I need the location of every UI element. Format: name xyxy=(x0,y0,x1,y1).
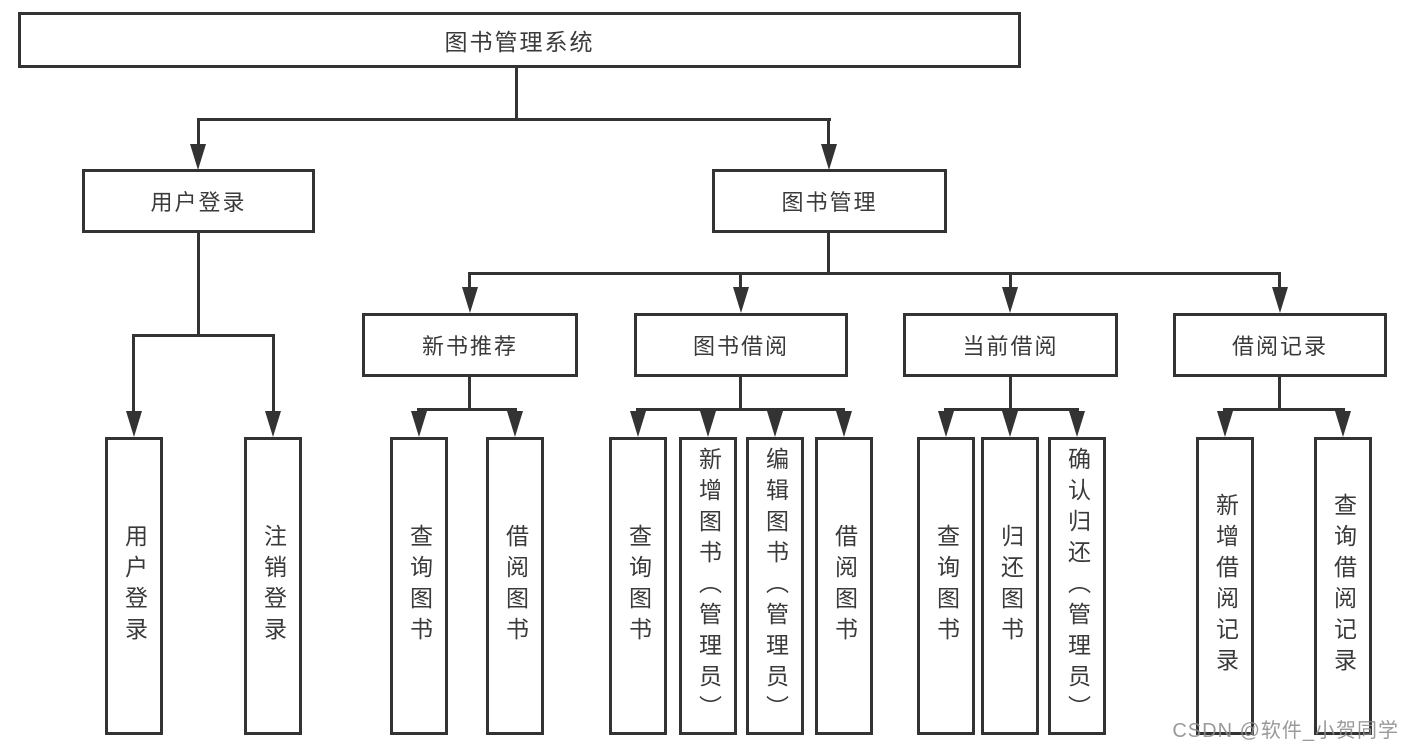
watermark: CSDN @软件_小贺同学 xyxy=(1172,720,1399,742)
leaf-edit-book-admin-label: 编辑图书（管理员） xyxy=(762,446,789,726)
arrowhead-leaf-borrow-2 xyxy=(836,411,852,437)
leaf-add-book-admin-label: 新增图书（管理员） xyxy=(695,446,722,726)
leaf-confirm-return-admin-label: 确认归还（管理员） xyxy=(1064,446,1091,726)
arrowhead-leaf-add-record xyxy=(1217,411,1233,437)
connector-drop-book-borrow xyxy=(739,272,742,289)
arrowhead-leaf-add-book xyxy=(700,411,716,437)
leaf-logout: 注销登录 xyxy=(244,437,302,735)
connector-drop-leaf-logout xyxy=(272,334,275,413)
connector-root-stub xyxy=(515,68,518,118)
connector-drop-new-book-rec xyxy=(468,272,471,289)
connector-user-login-stub xyxy=(197,233,200,337)
node-book-mgmt: 图书管理 xyxy=(712,169,947,233)
leaf-query-borrow-record: 查询借阅记录 xyxy=(1314,437,1372,735)
arrowhead-leaf-return xyxy=(1002,411,1018,437)
arrowhead-leaf-query-1 xyxy=(411,411,427,437)
node-book-borrow-label: 图书借阅 xyxy=(692,334,789,359)
leaf-borrow-books-2-label: 借阅图书 xyxy=(831,524,858,648)
leaf-borrow-books-2: 借阅图书 xyxy=(815,437,873,735)
leaf-borrow-books-1: 借阅图书 xyxy=(486,437,544,735)
arrowhead-book-borrow xyxy=(733,287,749,313)
leaf-query-books-3: 查询图书 xyxy=(917,437,975,735)
connector-book-mgmt-stub xyxy=(827,233,830,275)
arrowhead-borrow-records xyxy=(1272,287,1288,313)
arrowhead-new-book-rec xyxy=(462,287,478,313)
connector-user-login-bar xyxy=(132,334,275,337)
node-new-book-rec-label: 新书推荐 xyxy=(421,334,518,359)
node-current-borrow: 当前借阅 xyxy=(903,313,1118,377)
arrowhead-leaf-logout xyxy=(265,411,281,437)
leaf-add-book-admin: 新增图书（管理员） xyxy=(679,437,737,735)
connector-new-book-rec-bar xyxy=(417,408,517,411)
leaf-logout-label: 注销登录 xyxy=(260,524,287,648)
leaf-user-login: 用户登录 xyxy=(105,437,163,735)
arrowhead-leaf-edit-book xyxy=(767,411,783,437)
connector-current-borrow-bar xyxy=(944,408,1079,411)
connector-new-book-rec-stub xyxy=(468,377,471,411)
node-root: 图书管理系统 xyxy=(18,12,1021,68)
node-borrow-records: 借阅记录 xyxy=(1173,313,1387,377)
node-book-borrow: 图书借阅 xyxy=(634,313,848,377)
leaf-query-books-3-label: 查询图书 xyxy=(933,524,960,648)
arrowhead-book-mgmt xyxy=(821,144,837,170)
connector-borrow-records-bar xyxy=(1223,408,1345,411)
node-root-label: 图书管理系统 xyxy=(444,29,595,55)
leaf-query-books-1-label: 查询图书 xyxy=(406,524,433,648)
arrowhead-current-borrow xyxy=(1002,287,1018,313)
arrowhead-leaf-borrow-1 xyxy=(507,411,523,437)
node-current-borrow-label: 当前借阅 xyxy=(962,334,1059,359)
node-new-book-rec: 新书推荐 xyxy=(362,313,578,377)
leaf-edit-book-admin: 编辑图书（管理员） xyxy=(746,437,804,735)
leaf-add-borrow-record-label: 新增借阅记录 xyxy=(1212,493,1239,679)
connector-drop-user-login xyxy=(197,118,200,146)
connector-current-borrow-stub xyxy=(1009,377,1012,411)
leaf-add-borrow-record: 新增借阅记录 xyxy=(1196,437,1254,735)
connector-root-bar xyxy=(197,118,831,121)
leaf-query-books-2-label: 查询图书 xyxy=(625,524,652,648)
leaf-query-books-2: 查询图书 xyxy=(609,437,667,735)
arrowhead-leaf-login xyxy=(126,411,142,437)
connector-drop-leaf-login xyxy=(132,334,135,413)
connector-book-mgmt-bar xyxy=(468,272,1281,275)
node-user-login-label: 用户登录 xyxy=(150,190,247,215)
node-book-mgmt-label: 图书管理 xyxy=(781,190,878,215)
arrowhead-leaf-query-record xyxy=(1335,411,1351,437)
arrowhead-leaf-query-3 xyxy=(938,411,954,437)
connector-drop-borrow-records xyxy=(1278,272,1281,289)
leaf-borrow-books-1-label: 借阅图书 xyxy=(502,524,529,648)
connector-book-borrow-stub xyxy=(739,377,742,411)
arrowhead-user-login xyxy=(190,144,206,170)
leaf-return-books: 归还图书 xyxy=(981,437,1039,735)
connector-drop-current-borrow xyxy=(1009,272,1012,289)
arrowhead-leaf-query-2 xyxy=(630,411,646,437)
leaf-query-borrow-record-label: 查询借阅记录 xyxy=(1330,493,1357,679)
leaf-confirm-return-admin: 确认归还（管理员） xyxy=(1048,437,1106,735)
node-borrow-records-label: 借阅记录 xyxy=(1231,334,1328,359)
connector-drop-book-mgmt xyxy=(827,118,830,146)
connector-borrow-records-stub xyxy=(1278,377,1281,411)
leaf-query-books-1: 查询图书 xyxy=(390,437,448,735)
node-user-login: 用户登录 xyxy=(82,169,315,233)
connector-book-borrow-bar xyxy=(636,408,845,411)
leaf-user-login-label: 用户登录 xyxy=(121,524,148,648)
leaf-return-books-label: 归还图书 xyxy=(997,524,1024,648)
arrowhead-leaf-confirm-return xyxy=(1069,411,1085,437)
